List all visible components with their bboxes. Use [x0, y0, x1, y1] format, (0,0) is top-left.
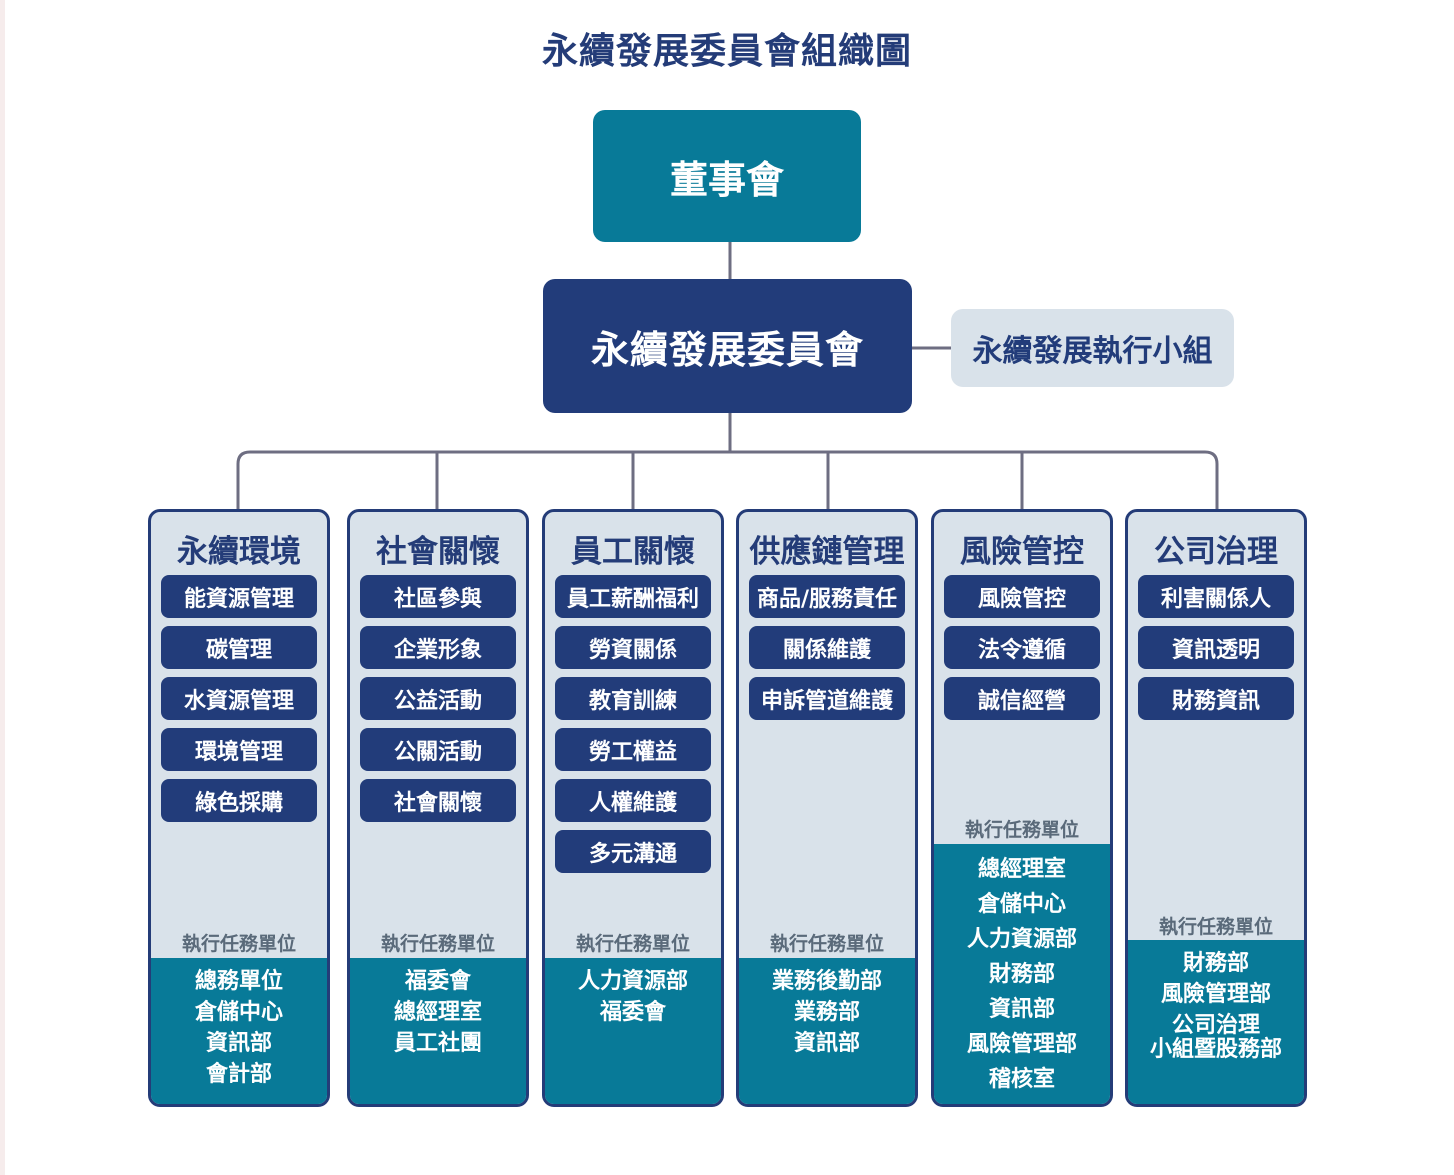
exec-units-label: 執行任務單位: [181, 933, 296, 955]
exec-units-label: 執行任務單位: [380, 933, 495, 955]
topic-item: 誠信經營: [944, 677, 1100, 720]
topic-item: 勞工權益: [555, 728, 711, 771]
topic-list: 社區參與企業形象公益活動公關活動社會關懷: [350, 575, 526, 830]
topic-item: 社會關懷: [360, 779, 516, 822]
exec-units-list: 總經理室倉儲中心人力資源部財務部資訊部風險管理部稽核室: [934, 844, 1110, 1104]
exec-units-list: 業務後勤部業務部資訊部: [739, 958, 915, 1104]
division-title: 社會關懷: [376, 534, 500, 570]
board-of-directors-node: 董事會: [593, 110, 861, 242]
exec-unit: 福委會: [404, 969, 471, 994]
exec-unit: 總經理室: [393, 1000, 482, 1025]
topic-list: 能資源管理碳管理水資源管理環境管理綠色採購: [151, 575, 327, 830]
exec-units-list: 總務單位倉儲中心資訊部會計部: [151, 958, 327, 1104]
division-column: 風險管控風險管控法令遵循誠信經營執行任務單位總經理室倉儲中心人力資源部財務部資訊…: [931, 509, 1113, 1107]
branch-bus-connector: [236, 450, 1219, 509]
exec-unit: 風險管理部: [1160, 982, 1271, 1007]
exec-unit: 員工社團: [393, 1031, 482, 1056]
division-title: 風險管控: [960, 534, 1084, 570]
division-column: 公司治理利害關係人資訊透明財務資訊執行任務單位財務部風險管理部公司治理小組暨股務…: [1125, 509, 1307, 1107]
topic-item: 公關活動: [360, 728, 516, 771]
division-title: 供應鏈管理: [749, 534, 905, 570]
topic-list: 員工薪酬福利勞資關係教育訓練勞工權益人權維護多元溝通: [545, 575, 721, 881]
division-column: 社會關懷社區參與企業形象公益活動公關活動社會關懷執行任務單位福委會總經理室員工社…: [347, 509, 529, 1107]
division-title: 永續環境: [177, 534, 301, 570]
exec-units-list: 福委會總經理室員工社團: [350, 958, 526, 1104]
exec-unit: 業務部: [793, 1000, 860, 1025]
topic-item: 法令遵循: [944, 626, 1100, 669]
exec-unit: 資訊部: [205, 1031, 272, 1056]
topic-item: 環境管理: [161, 728, 317, 771]
topic-item: 企業形象: [360, 626, 516, 669]
exec-unit: 人力資源部: [577, 969, 688, 994]
topic-list: 商品/服務責任關係維護申訴管道維護: [739, 575, 915, 728]
exec-units-label: 執行任務單位: [964, 819, 1079, 841]
exec-units-label: 執行任務單位: [769, 933, 884, 955]
exec-unit: 人力資源部: [966, 927, 1077, 952]
exec-units-label: 執行任務單位: [1158, 916, 1273, 938]
topic-item: 勞資關係: [555, 626, 711, 669]
topic-item: 關係維護: [749, 626, 905, 669]
chart-title: 永續發展委員會組織圖: [541, 31, 912, 72]
exec-unit: 財務部: [988, 962, 1055, 987]
division-column: 員工關懷員工薪酬福利勞資關係教育訓練勞工權益人權維護多元溝通執行任務單位人力資源…: [542, 509, 724, 1107]
exec-unit: 總務單位: [194, 969, 283, 994]
exec-unit: 公司治理小組暨股務部: [1149, 1013, 1282, 1062]
division-column: 供應鏈管理商品/服務責任關係維護申訴管道維護執行任務單位業務後勤部業務部資訊部: [736, 509, 918, 1107]
exec-units-list: 人力資源部福委會: [545, 958, 721, 1104]
topic-item: 教育訓練: [555, 677, 711, 720]
page-edge: [0, 0, 5, 1175]
exec-unit: 總經理室: [977, 857, 1066, 882]
topic-list: 利害關係人資訊透明財務資訊: [1128, 575, 1304, 728]
topic-item: 人權維護: [555, 779, 711, 822]
topic-item: 能資源管理: [161, 575, 317, 618]
topic-list: 風險管控法令遵循誠信經營: [934, 575, 1110, 728]
topic-item: 利害關係人: [1138, 575, 1294, 618]
topic-item: 社區參與: [360, 575, 516, 618]
topic-item: 碳管理: [161, 626, 317, 669]
division-column: 永續環境能資源管理碳管理水資源管理環境管理綠色採購執行任務單位總務單位倉儲中心資…: [148, 509, 330, 1107]
sustainability-committee-node: 永續發展委員會: [543, 279, 912, 413]
exec-unit: 財務部: [1182, 951, 1249, 976]
topic-item: 商品/服務責任: [749, 575, 905, 618]
topic-item: 綠色採購: [161, 779, 317, 822]
exec-units-label: 執行任務單位: [575, 933, 690, 955]
topic-item: 財務資訊: [1138, 677, 1294, 720]
exec-unit: 資訊部: [988, 997, 1055, 1022]
exec-unit: 資訊部: [793, 1031, 860, 1056]
exec-unit: 稽核室: [988, 1067, 1055, 1092]
exec-unit: 倉儲中心: [194, 1000, 283, 1025]
topic-item: 資訊透明: [1138, 626, 1294, 669]
topic-item: 風險管控: [944, 575, 1100, 618]
topic-item: 員工薪酬福利: [555, 575, 711, 618]
division-title: 公司治理: [1154, 534, 1278, 570]
exec-unit: 會計部: [205, 1062, 272, 1087]
topic-item: 申訴管道維護: [749, 677, 905, 720]
exec-unit: 福委會: [599, 1000, 666, 1025]
topic-item: 公益活動: [360, 677, 516, 720]
topic-item: 水資源管理: [161, 677, 317, 720]
sustainability-task-group-node: 永續發展執行小組: [951, 309, 1234, 387]
exec-unit: 倉儲中心: [977, 892, 1066, 917]
division-title: 員工關懷: [571, 534, 695, 570]
exec-units-list: 財務部風險管理部公司治理小組暨股務部: [1128, 940, 1304, 1104]
exec-unit: 風險管理部: [966, 1032, 1077, 1057]
topic-item: 多元溝通: [555, 830, 711, 873]
exec-unit: 業務後勤部: [771, 969, 882, 994]
